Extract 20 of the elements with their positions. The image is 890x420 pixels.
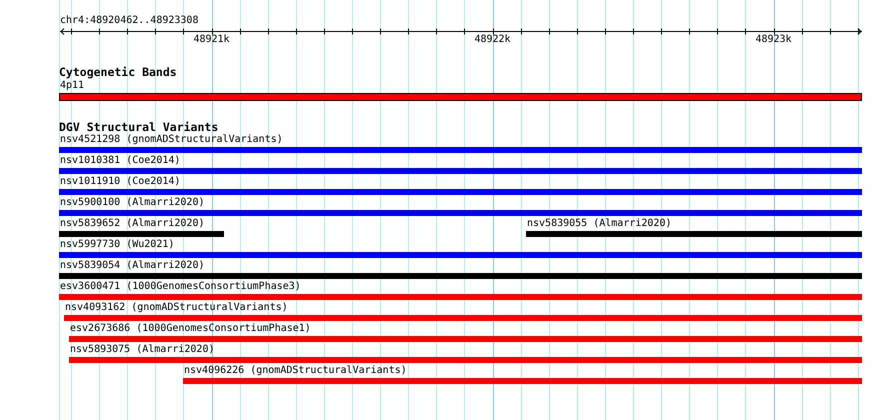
location-label: chr4:48920462..48923308 bbox=[60, 15, 198, 27]
feature-label: nsv5839652 (Almarri2020) bbox=[60, 218, 204, 230]
feature-label: nsv4093162 (gnomADStructuralVariants) bbox=[65, 302, 288, 314]
tick-label: 48923k bbox=[755, 34, 792, 46]
tick-label: 48922k bbox=[474, 34, 511, 46]
feature-label: nsv5839055 (Almarri2020) bbox=[527, 218, 672, 230]
feature-label: esv3600471 (1000GenomesConsortiumPhase3) bbox=[60, 281, 301, 293]
tick-label: 48921k bbox=[193, 34, 230, 46]
track-title: Cytogenetic Bands bbox=[59, 66, 177, 79]
feature-label: esv2673686 (1000GenomesConsortiumPhase1) bbox=[70, 323, 311, 335]
feature-label: nsv5997730 (Wu2021) bbox=[60, 239, 174, 251]
feature-label: nsv4096226 (gnomADStructuralVariants) bbox=[184, 365, 407, 377]
feature-label: nsv4521298 (gnomADStructuralVariants) bbox=[60, 134, 283, 146]
feature-label: nsv5900100 (Almarri2020) bbox=[60, 197, 204, 209]
track-title: DGV Structural Variants bbox=[59, 121, 218, 134]
feature-label: nsv5893075 (Almarri2020) bbox=[70, 344, 214, 356]
band-label: 4p11 bbox=[60, 80, 84, 92]
feature-label: nsv5839054 (Almarri2020) bbox=[60, 260, 204, 272]
feature-label: nsv1011910 (Coe2014) bbox=[60, 176, 180, 188]
feature-label: nsv1010381 (Coe2014) bbox=[60, 155, 180, 167]
